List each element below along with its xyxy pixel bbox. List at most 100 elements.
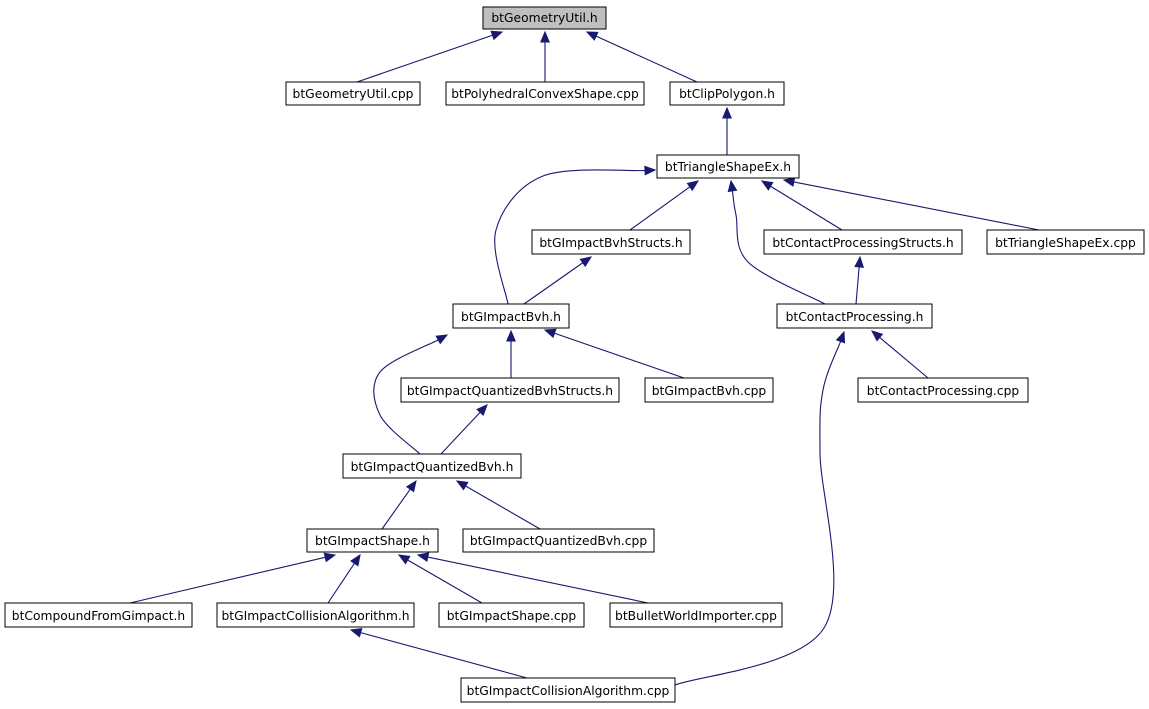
edge-line <box>427 556 649 604</box>
edge-gimpactcollalg_cpp-to-contactprocessing_h <box>674 330 846 686</box>
edge-compoundfromgimpact_h-to-gimpactshape_h <box>129 552 337 604</box>
arrowhead <box>782 177 796 187</box>
edge-contactprocessing_h-to-contactprocstructs_h <box>854 255 865 305</box>
node-label: btBulletWorldImporter.cpp <box>615 609 777 623</box>
node-btgeometryutil-cpp[interactable]: btGeometryUtil.cpp <box>285 81 421 106</box>
edge-line <box>879 337 929 379</box>
arrowhead <box>490 30 504 41</box>
arrowhead <box>416 552 430 562</box>
arrowhead <box>540 30 550 43</box>
edge-gimpactquantbvhstructs_h-to-gimpactbvh_h <box>506 329 516 378</box>
edge-geometryutil_cpp-to-geometryutil_h <box>356 30 504 83</box>
node-label: btGeometryUtil.h <box>491 11 597 25</box>
node-btgimpactquantizedbvh-h[interactable]: btGImpactQuantizedBvh.h <box>342 453 522 479</box>
edge-line <box>855 266 860 305</box>
arrowhead <box>435 334 449 345</box>
node-label: btPolyhedralConvexShape.cpp <box>451 87 639 101</box>
node-label: btGImpactCollisionAlgorithm.cpp <box>467 684 670 698</box>
edge-gimpactquantbvh_cpp-to-gimpactquantbvh_h <box>455 480 541 530</box>
node-btgimpactquantizedbvh-cpp[interactable]: btGImpactQuantizedBvh.cpp <box>462 528 655 553</box>
edge-line <box>373 339 439 455</box>
node-btgimpactbvhstructs-h[interactable]: btGImpactBvhStructs.h <box>531 229 691 255</box>
edge-layer <box>129 30 1040 686</box>
arrowhead <box>686 180 700 192</box>
node-btbulletworldimporter-cpp[interactable]: btBulletWorldImporter.cpp <box>609 602 783 628</box>
node-btclippolygon-h[interactable]: btClipPolygon.h <box>669 81 785 106</box>
edge-gimpactbvhstructs_h-to-triangleshapeex_h <box>629 180 700 231</box>
node-btgimpactquantizedbvhstructs-h[interactable]: btGImpactQuantizedBvhStructs.h <box>400 377 620 403</box>
node-btgimpactbvh-cpp[interactable]: btGImpactBvh.cpp <box>644 377 774 403</box>
edge-line <box>381 488 411 530</box>
node-bttriangleshapeex-h[interactable]: btTriangleShapeEx.h <box>656 154 800 179</box>
edge-line <box>440 411 481 455</box>
edge-line <box>360 632 528 679</box>
edge-line <box>595 35 698 83</box>
edge-gimpactbvh_cpp-to-gimpactbvh_h <box>543 328 685 379</box>
node-btgimpactshape-cpp[interactable]: btGImpactShape.cpp <box>438 602 585 628</box>
node-label: btTriangleShapeEx.cpp <box>995 236 1136 250</box>
node-label: btGeometryUtil.cpp <box>293 87 414 101</box>
node-btgimpactcollisionalgorithm-cpp[interactable]: btGImpactCollisionAlgorithm.cpp <box>460 677 676 703</box>
edge-line <box>793 181 1040 231</box>
edge-line <box>407 559 483 604</box>
edge-contactprocessing_cpp-to-contactprocessing_h <box>871 330 929 379</box>
edge-triangleshapeex_cpp-to-triangleshapeex_h <box>782 177 1040 231</box>
edge-line <box>674 341 842 686</box>
edge-gimpactbvh_h-to-triangleshapeex_h <box>494 165 657 305</box>
arrowhead <box>854 255 865 268</box>
node-label: btGImpactBvh.h <box>461 310 561 324</box>
arrowhead <box>349 627 363 638</box>
arrowhead <box>722 106 732 119</box>
arrowhead <box>579 256 593 268</box>
arrowhead <box>871 330 884 342</box>
arrowhead <box>506 329 516 342</box>
edge-line <box>554 332 685 379</box>
arrowhead <box>835 330 846 344</box>
edge-gimpactquantbvh_h-to-gimpactquantbvhstructs_h <box>440 404 488 455</box>
node-label: btGImpactShape.cpp <box>447 609 577 623</box>
edge-bulletworldimporter_cpp-to-gimpactshape_h <box>416 552 649 604</box>
edge-gimpactshape_cpp-to-gimpactshape_h <box>397 554 483 604</box>
edge-contactprocessing_h-to-triangleshapeex_h <box>727 179 826 305</box>
edge-gimpactbvh_h-to-gimpactbvhstructs_h <box>523 256 593 305</box>
node-btcontactprocessing-cpp[interactable]: btContactProcessing.cpp <box>857 377 1029 403</box>
edge-contactprocstructs_h-to-triangleshapeex_h <box>760 180 843 231</box>
edge-gimpactquantbvh_h-to-gimpactbvh_h <box>373 334 449 455</box>
node-btgimpactcollisionalgorithm-h[interactable]: btGImpactCollisionAlgorithm.h <box>216 602 415 628</box>
node-btgeometryutil-h[interactable]: btGeometryUtil.h <box>482 6 607 30</box>
node-label: btGImpactBvh.cpp <box>652 384 767 398</box>
node-btcompoundfromgimpact-h[interactable]: btCompoundFromGimpact.h <box>4 602 193 628</box>
node-btgimpactbvh-h[interactable]: btGImpactBvh.h <box>452 303 570 329</box>
arrowhead <box>350 553 361 567</box>
node-label: btGImpactQuantizedBvh.cpp <box>470 534 648 548</box>
edge-line <box>494 169 646 305</box>
node-label: btTriangleShapeEx.h <box>665 160 791 174</box>
arrowhead <box>405 479 417 493</box>
node-label: btGImpactBvhStructs.h <box>539 236 682 250</box>
edge-line <box>629 186 691 231</box>
node-label: btContactProcessing.cpp <box>867 384 1020 398</box>
edge-line <box>327 563 355 604</box>
edge-line <box>465 485 541 530</box>
node-bttriangleshapeex-cpp[interactable]: btTriangleShapeEx.cpp <box>986 229 1145 255</box>
arrowhead <box>455 480 469 491</box>
node-btcontactprocessingstructs-h[interactable]: btContactProcessingStructs.h <box>763 229 963 255</box>
edge-triangleshapeex_h-to-clippolygon_h <box>722 106 732 155</box>
arrowhead <box>644 165 657 176</box>
node-layer: btGeometryUtil.h btGeometryUtil.cpp btPo… <box>4 6 1145 703</box>
edge-line <box>356 34 493 83</box>
arrowhead <box>543 328 557 339</box>
node-btpolyhedralconvexshape-cpp[interactable]: btPolyhedralConvexShape.cpp <box>445 81 645 106</box>
arrowhead <box>476 404 488 417</box>
node-label: btGImpactCollisionAlgorithm.h <box>221 609 409 623</box>
edge-gimpactshape_h-to-gimpactquantbvh_h <box>381 479 417 530</box>
edge-gimpactcollalg_h-to-gimpactshape_h <box>327 553 361 604</box>
node-label: btCompoundFromGimpact.h <box>12 609 185 623</box>
edge-line <box>770 185 843 231</box>
edge-polyhedral_cpp-to-geometryutil_h <box>540 30 550 82</box>
node-btcontactprocessing-h[interactable]: btContactProcessing.h <box>776 303 933 329</box>
node-label: btContactProcessing.h <box>786 310 924 324</box>
node-btgimpactshape-h[interactable]: btGImpactShape.h <box>306 528 439 553</box>
arrowhead <box>397 554 411 565</box>
